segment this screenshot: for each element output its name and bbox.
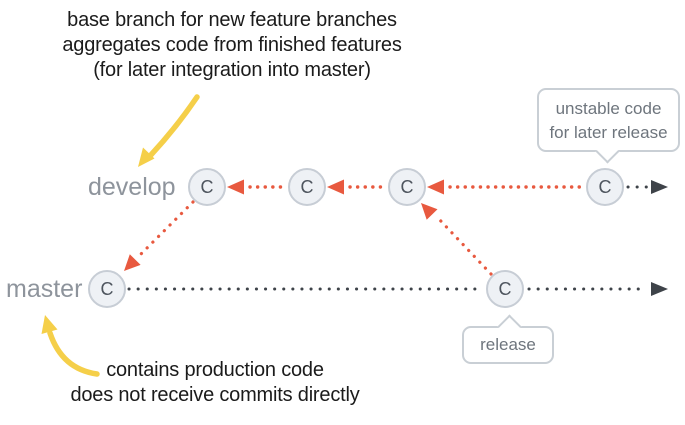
- branch-create-arrowhead: [124, 254, 141, 271]
- develop-commit-arrowhead-2: [327, 179, 344, 195]
- develop-branch-label: develop: [88, 173, 176, 201]
- master-annotation-line-1: contains production code: [106, 359, 324, 381]
- master-annotation-line-2: does not receive commits directly: [70, 384, 360, 406]
- develop-timeline-arrowhead: [651, 180, 668, 194]
- develop-annotation-line-3: (for later integration into master): [93, 59, 371, 81]
- commit-letter: C: [200, 176, 214, 197]
- master-commit-1: C: [88, 270, 126, 308]
- master-annotation: contains production code does not receiv…: [40, 358, 390, 408]
- develop-commit-4: C: [586, 168, 624, 206]
- master-branch-label: master: [6, 275, 83, 303]
- develop-commit-2: C: [288, 168, 326, 206]
- develop-annotation: base branch for new feature branches agg…: [32, 8, 432, 83]
- unstable-code-callout: unstable code for later release: [537, 88, 680, 164]
- commit-letter: C: [598, 176, 612, 197]
- release-callout: release: [462, 314, 554, 364]
- merge-to-develop-dotted-line: [435, 215, 493, 276]
- commit-letter: C: [100, 278, 114, 299]
- unstable-code-callout-line-2: for later release: [549, 123, 668, 142]
- develop-commit-arrowhead-3: [427, 179, 444, 195]
- commit-letter: C: [300, 176, 314, 197]
- develop-annotation-line-2: aggregates code from finished features: [62, 34, 402, 56]
- branch-create-dotted-line: [137, 200, 195, 258]
- commit-letter: C: [400, 176, 414, 197]
- master-note-arrow-line: [47, 330, 100, 377]
- develop-annotation-line-1: base branch for new feature branches: [67, 9, 397, 31]
- develop-commit-1: C: [188, 168, 226, 206]
- release-callout-label: release: [480, 335, 536, 354]
- develop-note-arrow-line: [147, 94, 200, 159]
- develop-commit-3: C: [388, 168, 426, 206]
- master-note-arrow-head-icon: [41, 315, 58, 334]
- master-timeline-arrowhead: [651, 282, 668, 296]
- develop-commit-arrowhead-1: [227, 179, 244, 195]
- unstable-code-callout-line-1: unstable code: [555, 99, 662, 118]
- merge-to-develop-arrowhead: [421, 203, 438, 220]
- commit-letter: C: [498, 278, 512, 299]
- develop-note-arrow-head-icon: [138, 147, 155, 167]
- master-commit-release: C: [486, 270, 524, 308]
